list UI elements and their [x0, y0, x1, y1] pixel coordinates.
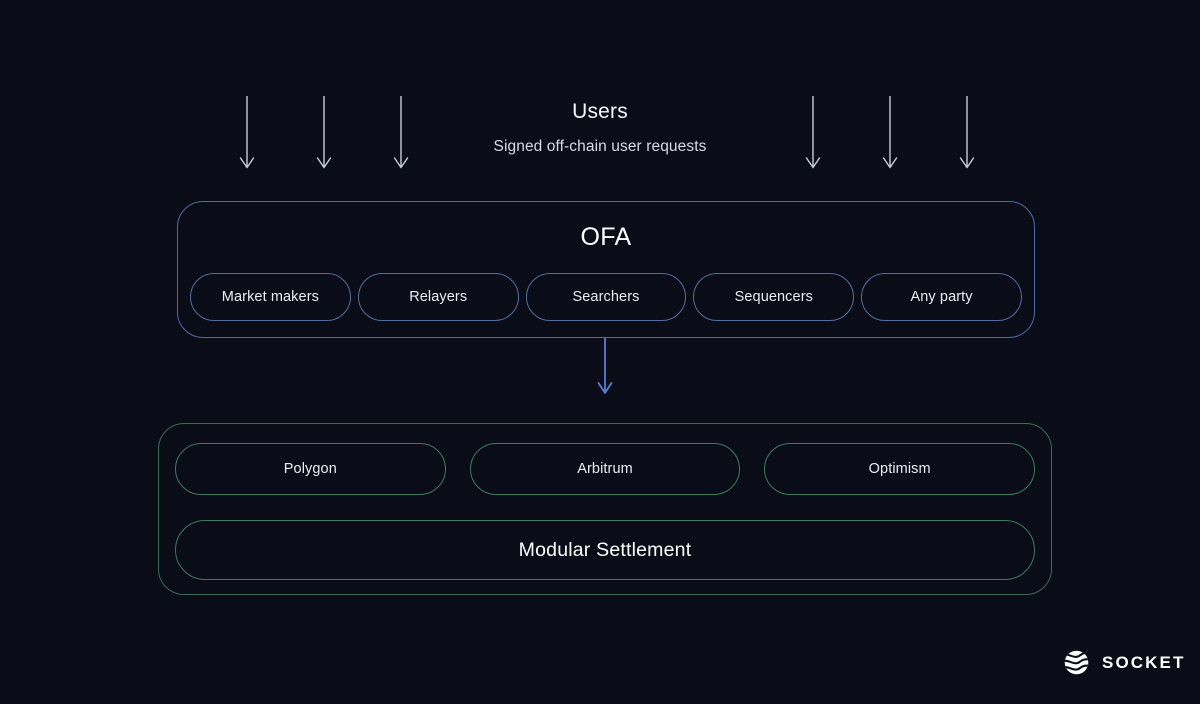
- ofa-title: OFA: [580, 223, 632, 251]
- chain-pill-label: Optimism: [868, 461, 931, 477]
- chain-pill-polygon[interactable]: Polygon: [175, 443, 446, 495]
- ofa-pill-market-makers[interactable]: Market makers: [190, 273, 351, 321]
- user-arrow-2: [313, 96, 335, 174]
- ofa-participant-row: Market makers Relayers Searchers Sequenc…: [190, 273, 1022, 321]
- ofa-container: OFA Market makers Relayers Searchers Seq…: [177, 201, 1035, 338]
- modular-settlement-bar[interactable]: Modular Settlement: [175, 520, 1035, 580]
- ofa-pill-label: Sequencers: [734, 289, 813, 305]
- user-arrow-4: [802, 96, 824, 174]
- users-title: Users: [572, 100, 628, 123]
- users-subtitle: Signed off-chain user requests: [493, 138, 707, 155]
- chains-container: Polygon Arbitrum Optimism Modular Settle…: [158, 423, 1052, 595]
- modular-settlement-label: Modular Settlement: [518, 538, 692, 561]
- chain-pill-arbitrum[interactable]: Arbitrum: [469, 443, 741, 495]
- ofa-pill-label: Any party: [910, 289, 973, 305]
- ofa-pill-sequencers[interactable]: Sequencers: [693, 273, 855, 321]
- brand-wordmark: SOCKET: [1102, 652, 1186, 672]
- ofa-pill-relayers[interactable]: Relayers: [357, 273, 519, 321]
- chain-pill-optimism[interactable]: Optimism: [764, 443, 1036, 495]
- chain-pill-label: Polygon: [283, 461, 337, 477]
- user-arrow-5: [879, 96, 901, 174]
- chain-pill-label: Arbitrum: [577, 461, 633, 477]
- socket-globe-icon: [1064, 650, 1089, 675]
- ofa-to-chains-arrow: [595, 338, 617, 400]
- brand-lockup: SOCKET: [1062, 648, 1185, 677]
- ofa-pill-any-party[interactable]: Any party: [861, 273, 1022, 321]
- user-arrow-3: [390, 96, 412, 174]
- user-arrow-1: [236, 96, 258, 174]
- user-arrow-6: [956, 96, 978, 174]
- chain-pill-row: Polygon Arbitrum Optimism: [175, 443, 1036, 495]
- ofa-pill-searchers[interactable]: Searchers: [525, 273, 687, 321]
- ofa-pill-label: Searchers: [572, 289, 640, 305]
- ofa-pill-label: Market makers: [221, 289, 319, 305]
- ofa-pill-label: Relayers: [409, 289, 468, 305]
